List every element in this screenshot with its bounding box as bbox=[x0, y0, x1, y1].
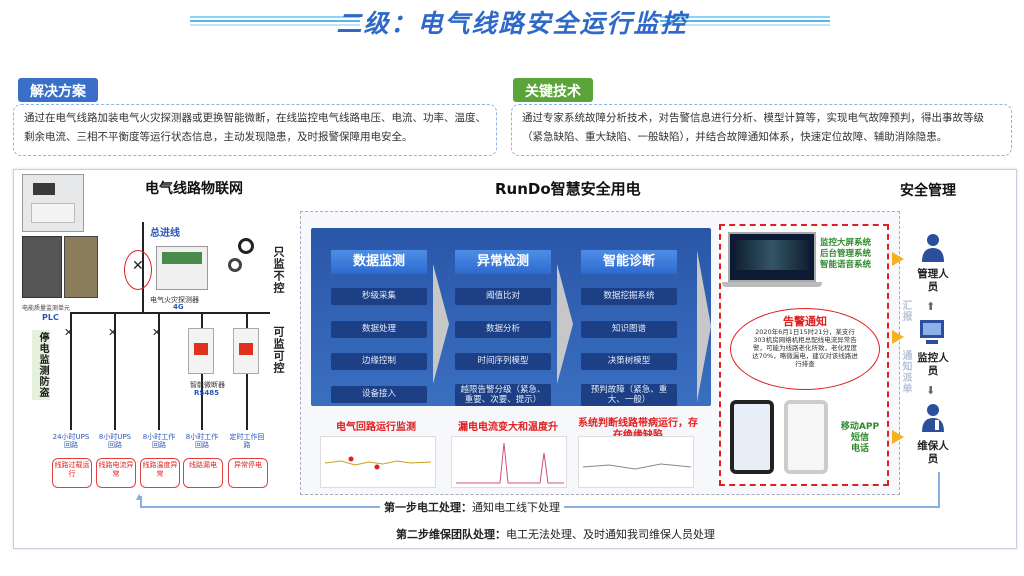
iot-title: 电气线路物联网 bbox=[145, 181, 243, 197]
phone-image-2 bbox=[784, 400, 828, 474]
mobile-phone: 电话 bbox=[850, 444, 869, 454]
monitor-only-label: 只监不控 bbox=[272, 246, 285, 294]
maintainer-icon bbox=[920, 402, 946, 432]
system-1: 监控大屏系统 bbox=[820, 238, 872, 248]
controllable-label: 可监可控 bbox=[272, 326, 285, 374]
chevron-right-icon-1 bbox=[433, 264, 449, 384]
laptop-image bbox=[728, 232, 816, 282]
fault-badge-4: 线路漏电 bbox=[183, 458, 223, 488]
step2-label: 第二步维保团队处理： bbox=[396, 528, 506, 541]
step2-text: 电工无法处理、及时通知我司维保人员处理 bbox=[506, 528, 715, 541]
col2-item-2: 数据分析 bbox=[455, 321, 551, 338]
system-2: 后台管理系统 bbox=[820, 249, 872, 259]
monitor-staff-label: 监控人员 bbox=[917, 352, 949, 377]
solution-text: 通过在电气线路加装电气火灾探测器或更换智能微断，在线监控电气线路电压、电流、功率… bbox=[13, 104, 497, 156]
main-switch-highlight bbox=[124, 250, 152, 290]
main-line-label: 总进线 bbox=[150, 228, 180, 239]
safety-title: 安全管理 bbox=[900, 183, 956, 199]
chevron-right-icon-3 bbox=[697, 250, 711, 402]
switch-icon-2: ✕ bbox=[108, 326, 118, 339]
arrow-right-icon-3 bbox=[892, 430, 904, 444]
fault-badge-5: 异常停电 bbox=[228, 458, 268, 488]
monitor-staff-icon bbox=[918, 318, 944, 348]
col1-item-4: 设备接入 bbox=[331, 386, 427, 403]
circuit-name-5: 定时工作回路 bbox=[229, 433, 265, 449]
cabinet-inner-image bbox=[22, 236, 62, 298]
main-switch-icon: ✕ bbox=[132, 258, 144, 274]
fault-badge-3: 线路温度异常 bbox=[140, 458, 180, 488]
mobile-sms: 短信 bbox=[850, 433, 869, 443]
circuit-name-3: 8小时工作回路 bbox=[142, 433, 176, 449]
breaker-label: 智能微断器 bbox=[190, 381, 225, 389]
col3-item-2: 知识图谱 bbox=[581, 321, 677, 338]
caption-anomaly: 漏电电流变大和温度升 bbox=[458, 422, 558, 433]
caption-diagnosis: 系统判断线路带病运行，存在绝缘缺陷 bbox=[578, 418, 698, 441]
cabinet-label: 电能质量监测单元 bbox=[22, 305, 71, 312]
arrow-up-icon: ⬆ bbox=[926, 300, 936, 313]
tech-tag: 关键技术 bbox=[513, 78, 593, 102]
step1: 第一步电工处理：通知电工线下处理 bbox=[380, 499, 564, 515]
detector-label: 电气火灾探测器 bbox=[150, 296, 199, 304]
alert-oval bbox=[730, 308, 880, 390]
col1-item-1: 秒级采集 bbox=[331, 288, 427, 305]
step2: 第二步维保团队处理：电工无法处理、及时通知我司维保人员处理 bbox=[396, 526, 715, 542]
breaker-image-1 bbox=[188, 328, 214, 374]
mobile-app: 移动APP bbox=[840, 422, 880, 432]
arrow-right-icon-2 bbox=[892, 330, 904, 344]
arrow-up-small-icon: ▲ bbox=[136, 492, 143, 501]
ct-sensor-icon bbox=[226, 238, 266, 278]
switch-icon-3: ✕ bbox=[152, 326, 162, 339]
system-3: 智能语音系统 bbox=[820, 260, 872, 270]
mini-chart-diagnosis bbox=[578, 436, 694, 488]
col-head-anomaly: 异常检测 bbox=[455, 250, 551, 274]
plc-label: PLC bbox=[42, 313, 59, 322]
col1-item-3: 边缘控制 bbox=[331, 353, 427, 370]
col-head-monitoring: 数据监测 bbox=[331, 250, 427, 274]
mini-chart-monitoring bbox=[320, 436, 436, 488]
dispatch-label: 通知派单 bbox=[900, 350, 911, 394]
phone-image-1 bbox=[730, 400, 774, 474]
detector-net: 4G bbox=[173, 303, 184, 311]
col2-item-3: 时间序列模型 bbox=[455, 353, 551, 370]
systems-list: 监控大屏系统 后台管理系统 智能语音系统 bbox=[820, 238, 871, 271]
main-frame bbox=[13, 169, 1017, 549]
arrow-right-icon-1 bbox=[892, 252, 904, 266]
page-title: 二级：电气线路安全运行监控 bbox=[336, 9, 688, 38]
circuit-name-4: 8小时工作回路 bbox=[185, 433, 219, 449]
alert-title: 告警通知 bbox=[783, 315, 827, 328]
maintainer-label: 维保人员 bbox=[917, 440, 949, 465]
arrow-down-icon: ⬇ bbox=[926, 384, 936, 397]
breaker-image-2 bbox=[233, 328, 259, 374]
cabinet-image bbox=[22, 174, 84, 232]
mini-chart-anomaly bbox=[451, 436, 567, 488]
manager-label: 管理人员 bbox=[917, 268, 949, 293]
fault-badge-2: 线路电流异常 bbox=[96, 458, 136, 488]
rundo-title: RunDo智慧安全用电 bbox=[495, 180, 641, 198]
mobile-list: 移动APP 短信 电话 bbox=[834, 422, 886, 455]
manager-icon bbox=[920, 232, 946, 262]
fault-badge-1: 线路过载运行 bbox=[52, 458, 92, 488]
detector-image bbox=[156, 246, 208, 290]
breaker-net: RS485 bbox=[194, 389, 220, 397]
col2-item-1: 阈值比对 bbox=[455, 288, 551, 305]
col3-item-1: 数据挖掘系统 bbox=[581, 288, 677, 305]
report-label: 汇报 bbox=[900, 300, 911, 322]
cabinet-door-image bbox=[64, 236, 98, 298]
tech-text: 通过专家系统故障分析技术，对告警信息进行分析、模型计算等，实现电气故障预判，得出… bbox=[511, 104, 1012, 156]
alert-text: 2020年6月1日15时21分，某支行303机房网络机柜总配线电流异常告警，可能… bbox=[752, 328, 858, 368]
circuit-name-2: 8小时UPS回路 bbox=[98, 433, 132, 449]
caption-monitoring: 电气回路运行监测 bbox=[336, 422, 416, 433]
switch-icon-1: ✕ bbox=[64, 326, 74, 339]
col-head-diagnosis: 智能诊断 bbox=[581, 250, 677, 274]
step1-label: 第一步电工处理： bbox=[384, 501, 472, 514]
anti-theft-label: 停电监测防盗 bbox=[32, 330, 50, 400]
col2-item-4: 越限告警分级（紧急、重要、次要、提示） bbox=[455, 384, 551, 406]
step1-text: 通知电工线下处理 bbox=[472, 501, 560, 514]
solution-tag: 解决方案 bbox=[18, 78, 98, 102]
col3-item-4: 预判故障（紧急、重大、一般） bbox=[581, 384, 677, 406]
col1-item-2: 数据处理 bbox=[331, 321, 427, 338]
col3-item-3: 决策树模型 bbox=[581, 353, 677, 370]
chevron-right-icon-2 bbox=[557, 264, 573, 384]
circuit-name-1: 24小时UPS回路 bbox=[52, 433, 90, 449]
